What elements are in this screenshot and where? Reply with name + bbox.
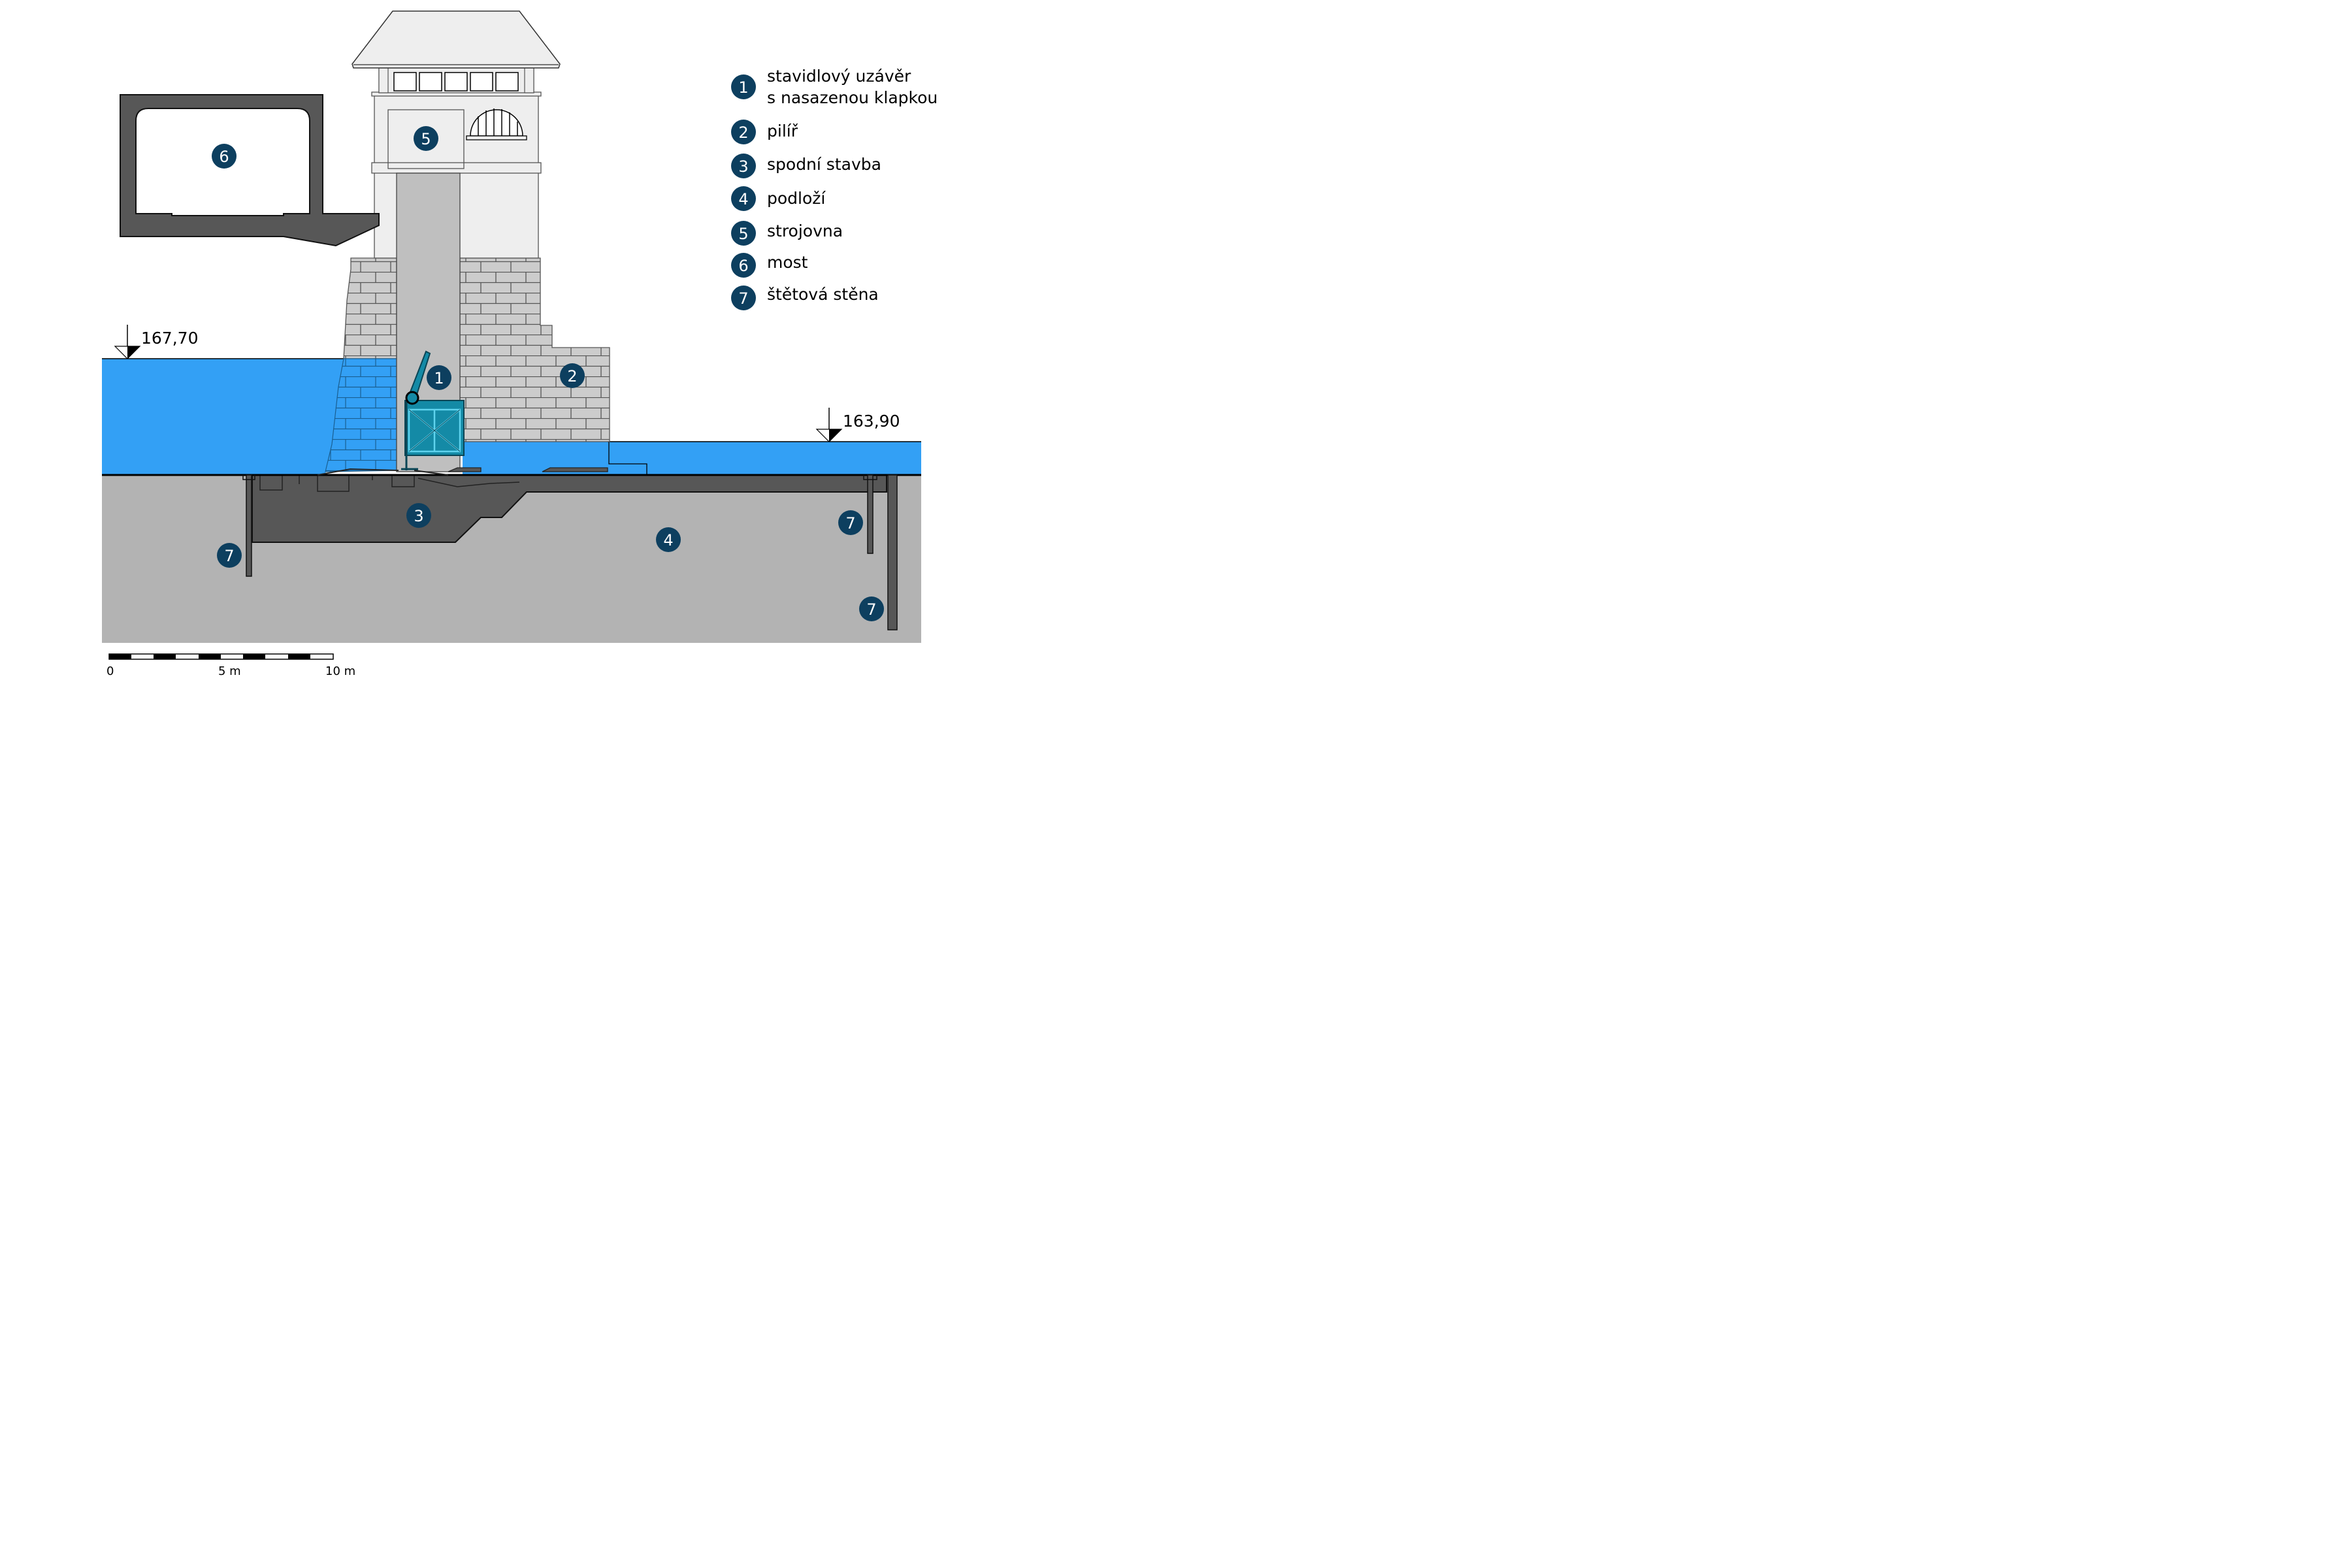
svg-text:7: 7 <box>224 547 234 565</box>
arched-window <box>466 108 527 140</box>
legend-item-1: 1 stavidlový uzávěr s nasazenou klapkou <box>731 67 938 107</box>
svg-text:most: most <box>767 253 808 272</box>
svg-text:6: 6 <box>219 148 229 166</box>
svg-text:1: 1 <box>434 369 444 387</box>
legend-item-4: 4 podloží <box>731 186 826 211</box>
upstream-water <box>102 359 344 475</box>
svg-text:4: 4 <box>738 190 748 208</box>
svg-text:7: 7 <box>866 600 876 619</box>
svg-text:3: 3 <box>738 157 748 176</box>
lantern-windows <box>393 72 519 91</box>
svg-text:7: 7 <box>845 514 855 532</box>
legend-item-6: 6 most <box>731 253 808 278</box>
legend-item-2: 2 pilíř <box>731 120 798 144</box>
svg-text:štětová stěna: štětová stěna <box>767 285 879 304</box>
svg-text:2: 2 <box>567 367 577 385</box>
pier-masonry <box>459 257 610 442</box>
svg-text:6: 6 <box>738 257 748 275</box>
marker-sheet-pile-right-upper: 7 <box>838 510 863 535</box>
marker-bridge: 6 <box>212 144 237 169</box>
weir-cross-section-diagram: 167,70 163,90 1 2 3 4 5 6 7 7 7 <box>102 10 938 676</box>
marker-substructure: 3 <box>406 503 431 528</box>
svg-text:7: 7 <box>738 289 748 308</box>
marker-gate: 1 <box>427 365 451 390</box>
scale-label-10m: 10 m <box>325 664 355 676</box>
flap-hinge <box>405 391 419 405</box>
foundation-blocks <box>259 475 520 492</box>
svg-text:strojovna: strojovna <box>767 221 843 240</box>
legend-item-3: 3 spodní stavba <box>731 154 881 178</box>
marker-sheet-pile-right-lower: 7 <box>859 596 884 621</box>
bridge <box>120 94 380 247</box>
marker-pier: 2 <box>560 363 585 388</box>
svg-text:spodní stavba: spodní stavba <box>767 155 881 174</box>
legend: 1 stavidlový uzávěr s nasazenou klapkou … <box>731 67 938 310</box>
tower-roof <box>351 10 561 69</box>
svg-text:5: 5 <box>738 225 748 243</box>
svg-text:3: 3 <box>414 507 423 525</box>
marker-subsoil: 4 <box>656 527 681 552</box>
downstream-level-label: 163,90 <box>843 412 900 431</box>
upstream-level-symbol <box>114 325 141 359</box>
downstream-water <box>463 442 921 475</box>
upstream-level-label: 167,70 <box>141 329 198 348</box>
pier-upstream-masonry <box>343 257 397 359</box>
svg-text:stavidlový uzávěr: stavidlový uzávěr <box>767 67 911 86</box>
svg-text:podloží: podloží <box>767 189 826 208</box>
marker-machine-room: 5 <box>414 126 438 151</box>
svg-text:s nasazenou klapkou: s nasazenou klapkou <box>767 88 938 107</box>
scale-bar: 0 5 m 10 m <box>106 653 355 676</box>
svg-text:1: 1 <box>738 78 748 97</box>
legend-item-7: 7 štětová stěna <box>731 285 879 310</box>
downstream-level-symbol <box>815 408 843 442</box>
scale-label-0: 0 <box>106 664 114 676</box>
substructure <box>252 474 887 543</box>
legend-item-5: 5 strojovna <box>731 221 843 246</box>
svg-text:4: 4 <box>663 531 673 549</box>
marker-sheet-pile-left: 7 <box>217 543 242 568</box>
scale-label-5m: 5 m <box>218 664 241 676</box>
sheet-pile-walls <box>242 474 898 630</box>
svg-text:5: 5 <box>421 130 431 148</box>
svg-text:2: 2 <box>738 123 748 142</box>
sluice-gate <box>401 350 465 470</box>
svg-text:pilíř: pilíř <box>767 122 798 140</box>
